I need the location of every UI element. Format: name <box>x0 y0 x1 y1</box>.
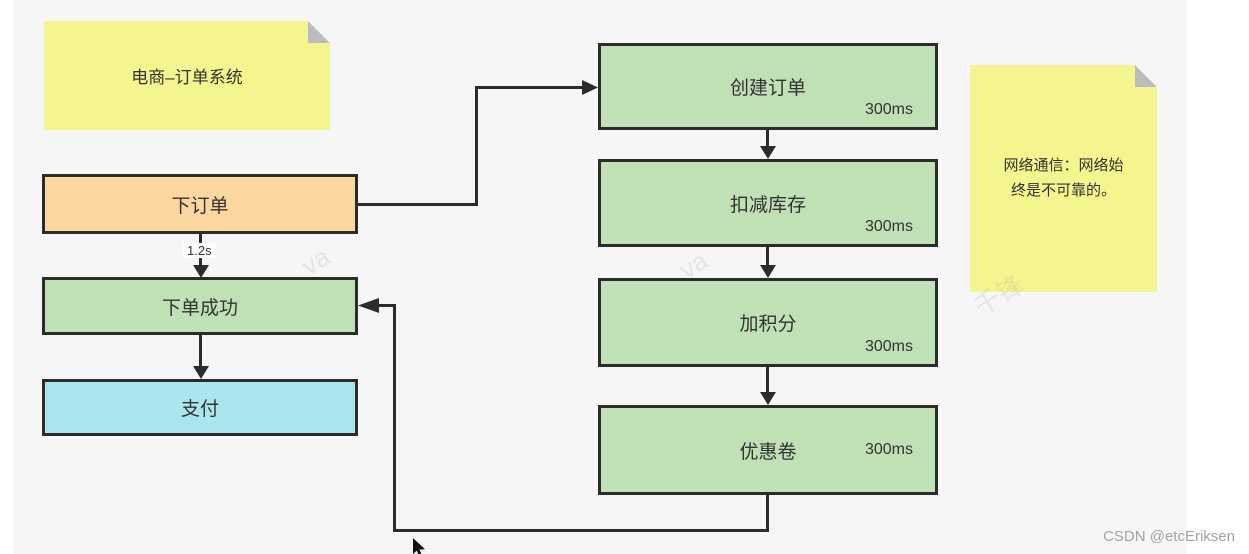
duration-label: 300ms <box>864 218 913 235</box>
connector-line <box>379 304 396 307</box>
box-order-success: 下单成功 <box>42 277 358 335</box>
connector-line <box>358 203 478 206</box>
box-place-order: 下订单 <box>42 174 358 234</box>
box-payment: 支付 <box>42 379 358 436</box>
box-coupon: 优惠卷 300ms <box>598 405 938 495</box>
sticky-note-title: 电商–订单系统 <box>44 21 330 130</box>
mouse-cursor-icon <box>413 538 425 554</box>
connector-line <box>475 86 478 206</box>
box-label: 加积分 <box>739 314 797 335</box>
box-add-points: 加积分 300ms <box>598 278 938 367</box>
connector-line <box>393 529 769 532</box>
connector-line <box>199 335 202 367</box>
duration-label: 300ms <box>864 338 913 355</box>
box-label: 下订单 <box>171 195 229 217</box>
box-deduct-stock: 扣减库存 300ms <box>598 159 938 247</box>
box-create-order: 创建订单 300ms <box>598 43 938 130</box>
edge-latency-label: 1.2s <box>183 243 216 258</box>
csdn-watermark: CSDN @etcEriksen <box>1103 528 1235 545</box>
duration-label: 300ms <box>864 441 913 458</box>
connector-line <box>393 304 396 532</box>
note-title-text: 电商–订单系统 <box>131 68 243 87</box>
box-label: 创建订单 <box>729 78 806 99</box>
box-label: 扣减库存 <box>729 194 806 216</box>
connector-line <box>475 86 584 89</box>
connector-line <box>766 247 769 266</box>
sticky-note-network: 网络通信：网络始 终是不可靠的。 <box>970 65 1157 292</box>
connector-line <box>766 495 769 532</box>
connector-line <box>766 130 769 147</box>
box-label: 支付 <box>180 399 219 420</box>
box-label: 下单成功 <box>161 297 238 319</box>
connector-line <box>766 367 769 393</box>
duration-label: 300ms <box>864 101 913 118</box>
box-label: 优惠卷 <box>739 441 797 463</box>
note-network-text: 网络通信：网络始 终是不可靠的。 <box>1003 156 1124 199</box>
